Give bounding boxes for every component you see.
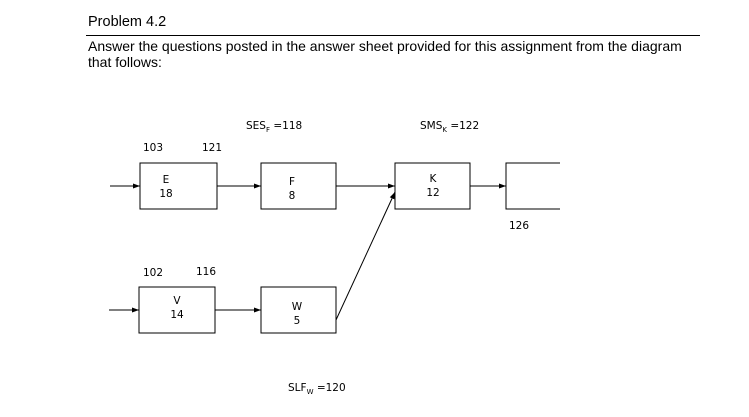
label-end-time: 126 [509,220,529,232]
node-f-letter: F [289,176,295,188]
node-k-duration: 12 [426,187,439,199]
activity-box-k [394,162,471,210]
annotation-ses: SESF =118 [246,120,302,134]
node-k-letter: K [430,173,438,185]
node-w-duration: 5 [294,315,301,327]
node-e-duration: 18 [159,188,172,200]
node-v-letter: V [173,295,181,307]
end-box [505,162,560,210]
problem-instructions: Answer the questions posted in the answe… [88,38,682,70]
node-f-duration: 8 [289,190,296,202]
annotation-sms: SMSK =122 [420,120,479,134]
title-divider [86,35,700,36]
problem-title: Problem 4.2 [88,14,167,30]
node-e-letter: E [163,174,170,186]
label-e-finish: 121 [202,142,222,154]
arrow-w-k [335,191,396,321]
node-w-letter: W [292,301,303,313]
label-e-start: 103 [143,142,163,154]
node-v-duration: 14 [170,309,184,321]
annotation-slf: SLFW =120 [288,382,346,396]
activity-box-e [139,162,218,210]
label-v-start: 102 [143,267,163,279]
label-v-finish: 116 [196,266,216,278]
activity-box-f [260,162,337,210]
